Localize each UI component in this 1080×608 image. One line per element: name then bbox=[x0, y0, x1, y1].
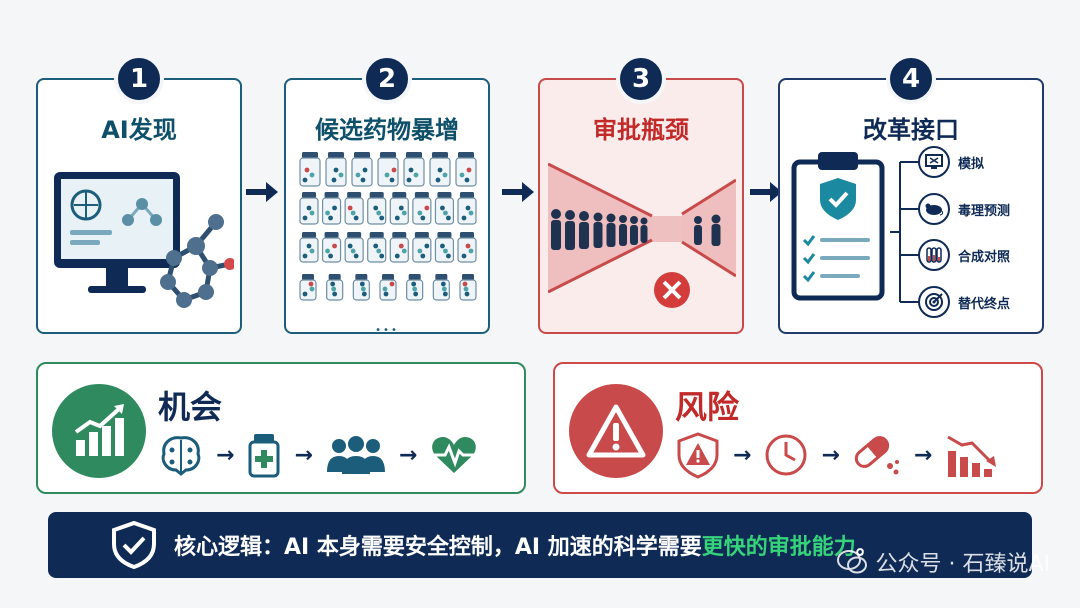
vial-icon bbox=[432, 274, 450, 301]
core-logic-highlight: 更快的审批能力 bbox=[701, 535, 856, 560]
step-number: 2 bbox=[362, 54, 412, 104]
reform-item-label: 合成对照 bbox=[958, 249, 1011, 265]
vial-icon bbox=[344, 192, 364, 225]
vial-icon bbox=[377, 152, 399, 187]
arrow-separator: → bbox=[733, 442, 752, 468]
more-ellipsis: ••• bbox=[375, 325, 399, 336]
vial-icon bbox=[325, 152, 347, 187]
declining-chart-icon bbox=[947, 435, 997, 477]
arrow-separator: → bbox=[216, 442, 235, 468]
core-logic-text: 核心逻辑：AI 本身需要安全控制，AI 加速的科学需要更快的审批能力。 bbox=[174, 529, 878, 561]
opportunity-panel: 机会 → → → bbox=[36, 362, 526, 494]
step-number: 3 bbox=[616, 54, 666, 104]
vial-icon bbox=[321, 232, 342, 263]
risk-panel: 风险 → → → bbox=[553, 362, 1043, 494]
vial-icon bbox=[352, 274, 370, 301]
warning-shield-icon bbox=[677, 432, 719, 479]
watermark-text: 公众号 · 石臻说AI bbox=[875, 552, 1050, 577]
reform-item-simulation: 模拟 bbox=[918, 142, 1038, 182]
reform-item-toxicology: 毒理预测 bbox=[918, 189, 1038, 229]
brain-icon bbox=[161, 436, 201, 476]
warning-triangle-icon bbox=[569, 384, 663, 478]
vial-icon bbox=[299, 232, 319, 263]
arrow-separator: → bbox=[913, 442, 933, 468]
arrow-separator: → bbox=[821, 442, 840, 468]
wechat-logo-icon bbox=[837, 550, 868, 574]
opportunity-title: 机会 bbox=[158, 388, 223, 426]
vial-icon bbox=[389, 192, 409, 225]
vial-icon bbox=[367, 232, 387, 263]
vial-icon bbox=[457, 232, 477, 263]
connector-bracket bbox=[890, 161, 920, 303]
simulation-screen-icon bbox=[918, 146, 950, 178]
vial-icon bbox=[299, 192, 319, 225]
vial-icon bbox=[459, 274, 477, 301]
step-card-approval-bottleneck: 3 审批瓶颈 bbox=[538, 54, 744, 334]
flow-arrow-icon bbox=[750, 182, 782, 202]
vial-icon bbox=[299, 274, 317, 301]
mouse-icon bbox=[918, 193, 950, 225]
drug-vials-icon bbox=[299, 152, 477, 301]
target-icon bbox=[918, 286, 950, 318]
vial-icon bbox=[321, 192, 342, 225]
flow-arrow-icon bbox=[246, 182, 278, 202]
arrow-separator: → bbox=[294, 442, 313, 468]
vial-icon bbox=[406, 274, 424, 301]
vial-icon bbox=[434, 232, 455, 263]
vial-icon bbox=[344, 232, 364, 263]
medicine-bottle-icon bbox=[248, 434, 280, 478]
step-card-candidate-surge: 2 候选药物暴增 ••• bbox=[284, 54, 490, 336]
step-title: 审批瓶颈 bbox=[593, 116, 689, 144]
reform-item-label: 模拟 bbox=[958, 156, 985, 172]
risk-icon-row: → → → bbox=[675, 430, 1000, 480]
vial-icon bbox=[434, 192, 455, 225]
shield-check-icon bbox=[112, 520, 156, 570]
core-logic-main: 核心逻辑：AI 本身需要安全控制，AI 加速的科学需要 bbox=[174, 535, 702, 560]
core-logic-end: 。 bbox=[855, 535, 878, 560]
people-group-icon bbox=[326, 436, 385, 474]
vial-icon bbox=[299, 152, 321, 187]
step-title: AI发现 bbox=[101, 116, 177, 144]
step-title: 改革接口 bbox=[863, 116, 959, 144]
bottleneck-funnel-icon bbox=[548, 162, 736, 308]
heart-pulse-icon bbox=[432, 437, 477, 473]
vial-icon bbox=[429, 152, 451, 187]
vial-icon bbox=[403, 152, 425, 187]
step-title: 候选药物暴增 bbox=[315, 116, 459, 144]
vial-icon bbox=[457, 192, 477, 225]
reform-item-surrogate-endpoint: 替代终点 bbox=[918, 282, 1038, 322]
arrow-separator: → bbox=[398, 442, 418, 468]
vial-icon bbox=[455, 152, 477, 187]
risk-title: 风险 bbox=[675, 388, 740, 426]
vial-icon bbox=[412, 192, 432, 225]
checklist-clipboard-icon bbox=[791, 152, 885, 301]
step-card-ai-discovery: 1 AI发现 bbox=[36, 54, 242, 334]
vial-icon bbox=[379, 274, 397, 301]
vial-icon bbox=[367, 192, 387, 225]
reform-item-label: 毒理预测 bbox=[958, 203, 1011, 219]
vial-icon bbox=[326, 274, 344, 301]
step-number: 4 bbox=[886, 54, 936, 104]
core-logic-bar: 核心逻辑：AI 本身需要安全控制，AI 加速的科学需要更快的审批能力。 bbox=[48, 512, 1032, 578]
computer-molecule-icon bbox=[54, 172, 234, 308]
reform-item-synthetic-control: 合成对照 bbox=[918, 235, 1038, 275]
opportunity-icon-row: → → → bbox=[158, 430, 479, 480]
broken-pill-icon bbox=[854, 436, 899, 475]
step-number: 1 bbox=[114, 54, 164, 104]
test-tubes-icon bbox=[918, 239, 950, 271]
reform-item-label: 替代终点 bbox=[958, 296, 1011, 312]
vial-icon bbox=[412, 232, 432, 263]
step-card-reform-interface: 4 改革接口 模拟 毒理预测 合成对照 bbox=[778, 54, 1044, 334]
vial-icon bbox=[389, 232, 409, 263]
clock-icon bbox=[765, 434, 807, 476]
flow-arrow-icon bbox=[502, 182, 534, 202]
growth-chart-icon bbox=[52, 384, 146, 478]
vial-icon bbox=[351, 152, 373, 187]
watermark: 公众号 · 石臻说AI bbox=[837, 546, 1050, 578]
